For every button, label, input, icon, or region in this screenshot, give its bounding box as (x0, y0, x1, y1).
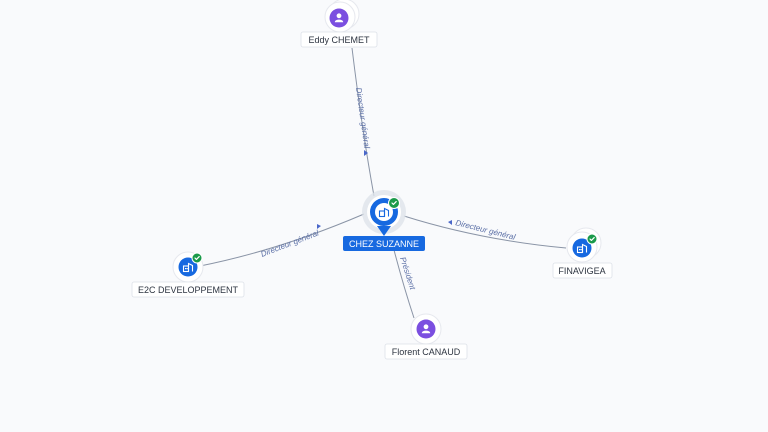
verified-check-icon (586, 233, 598, 245)
edge-label-center-florent: Président (398, 256, 417, 292)
node-label-finavigea: FINAVIGEA (558, 266, 605, 276)
edge-center-florent: Président (393, 249, 417, 319)
verified-check-icon (191, 252, 203, 264)
edge-e2c-center: Directeur général (199, 213, 365, 267)
edge-label-finavigea-center: Directeur général (455, 218, 517, 242)
verified-check-icon (388, 197, 400, 209)
node-e2c-developpement[interactable]: E2C DEVELOPPEMENT (131, 251, 245, 298)
node-chez-suzanne[interactable]: CHEZ SUZANNE (343, 190, 425, 251)
node-eddy-chemet[interactable]: Eddy CHEMET (300, 0, 378, 48)
edge-label-e2c-center: Directeur général (259, 228, 320, 258)
node-florent-canaud[interactable]: Florent CANAUD (384, 313, 468, 360)
edge-finavigea-center: Directeur général (403, 215, 567, 249)
node-label-eddy-chemet: Eddy CHEMET (308, 35, 370, 45)
node-label-e2c-developpement: E2C DEVELOPPEMENT (138, 285, 239, 295)
node-label-florent-canaud: Florent CANAUD (392, 347, 461, 357)
node-finavigea[interactable]: FINAVIGEA (552, 227, 613, 279)
node-label-chez-suzanne: CHEZ SUZANNE (349, 239, 419, 249)
edge-label-eddy-center: Directeur général (354, 87, 371, 149)
edge-eddy-center: Directeur général (351, 47, 375, 197)
